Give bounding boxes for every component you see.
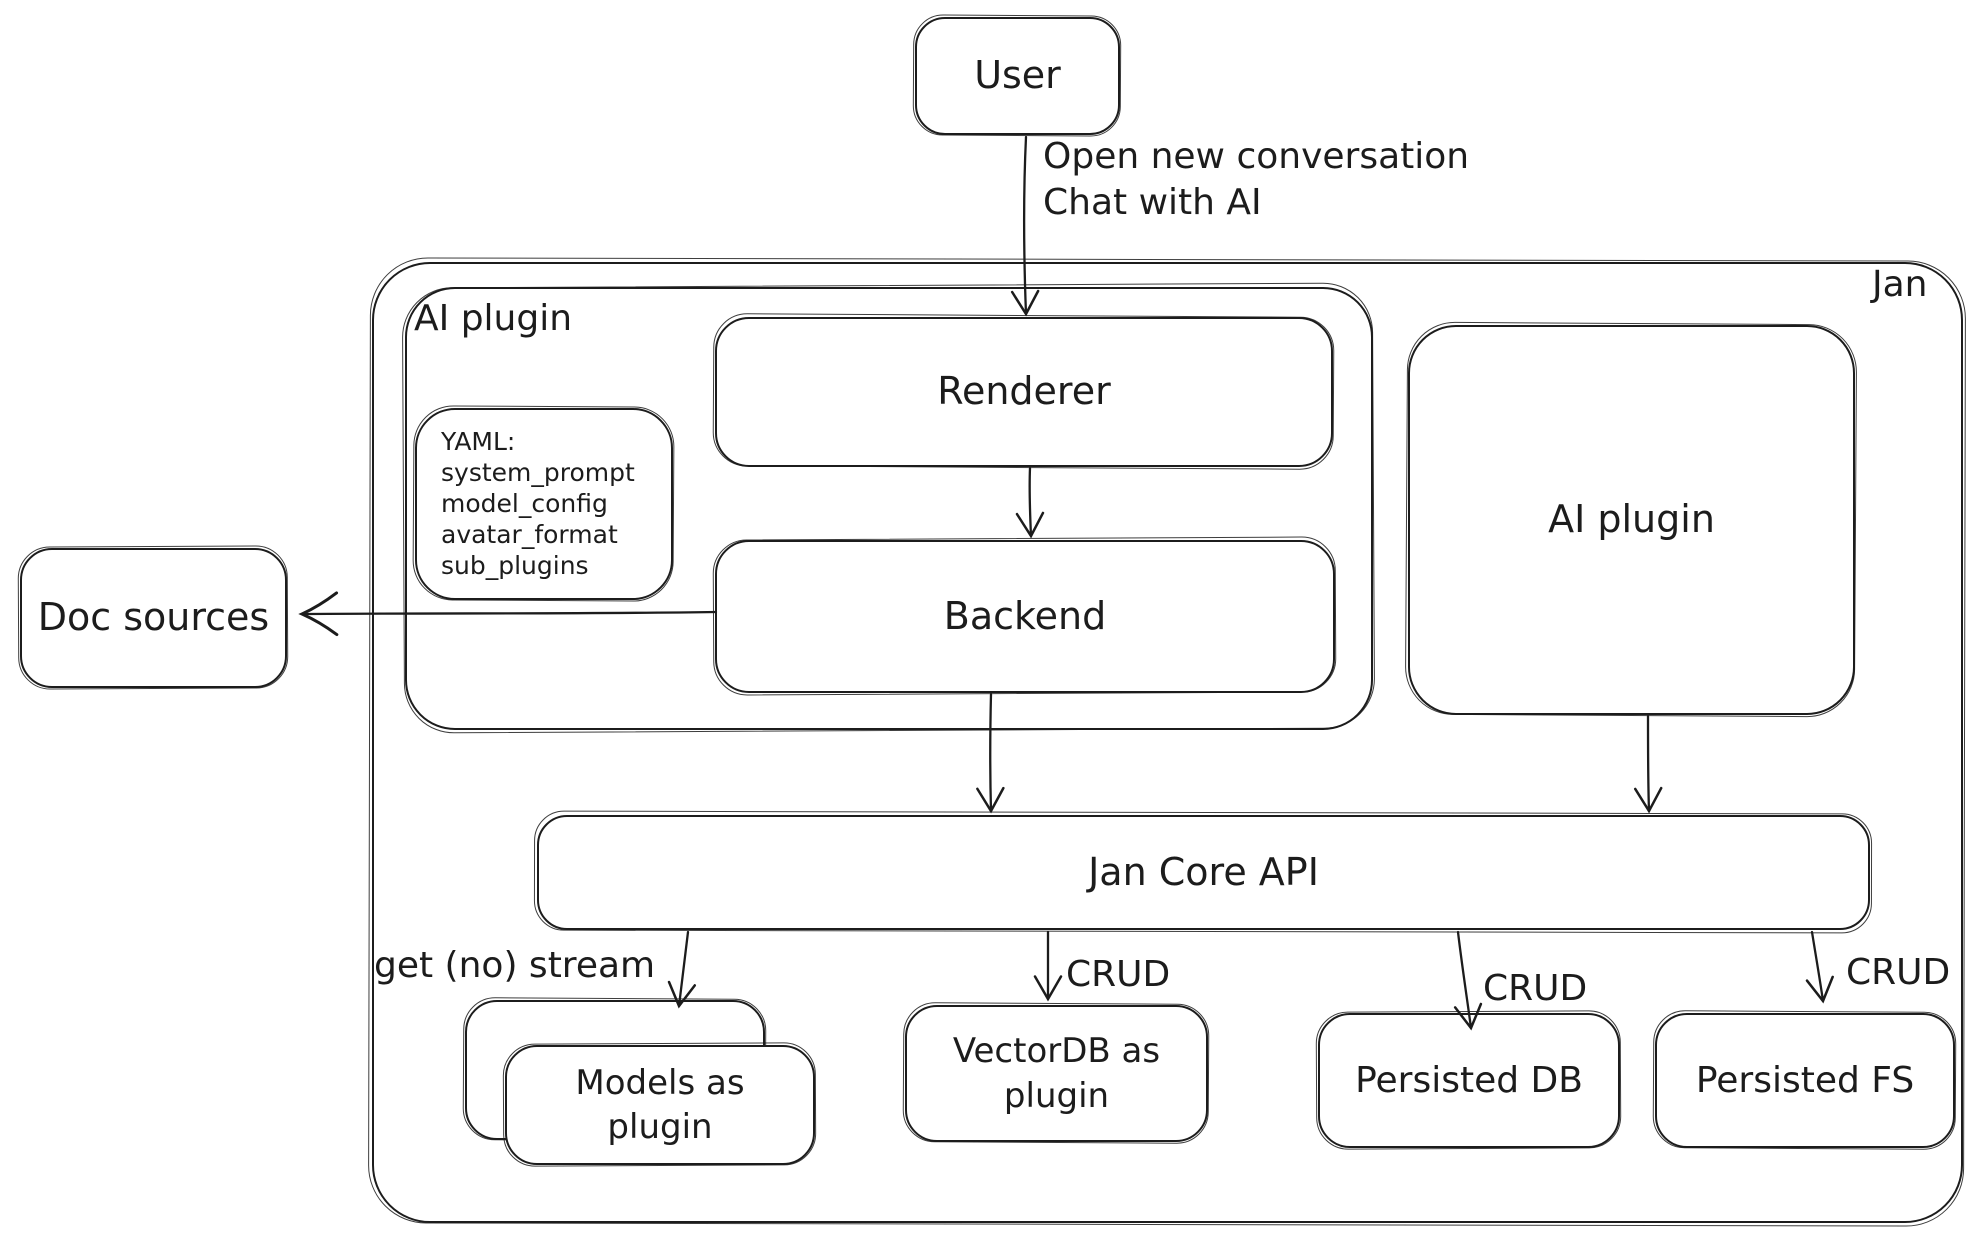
ai-plugin-node: AI plugin: [1408, 325, 1855, 715]
yaml-note-text: YAML: system_prompt model_config avatar_…: [441, 426, 635, 581]
user-node-label: User: [974, 53, 1061, 98]
renderer-node-label: Renderer: [937, 369, 1111, 414]
jan-core-api-node: Jan Core API: [537, 815, 1870, 930]
user-node: User: [915, 17, 1120, 135]
edge-label-crud-db: CRUD: [1483, 968, 1588, 1009]
ai-plugin-group-label: AI plugin: [414, 298, 573, 339]
yaml-note-heading: YAML:: [441, 427, 516, 456]
yaml-note-line: sub_plugins: [441, 551, 589, 580]
edge-label-open-conversation: Open new conversation: [1043, 136, 1470, 177]
edge-label-chat-with-ai: Chat with AI: [1043, 182, 1262, 224]
ai-plugin-node-label: AI plugin: [1548, 497, 1715, 542]
edge-label-stream: get (no) stream: [374, 945, 656, 986]
vectordb-node-label: VectorDB as plugin: [952, 1031, 1161, 1116]
backend-node-label: Backend: [943, 593, 1107, 638]
jan-core-api-node-label: Jan Core API: [1088, 849, 1319, 894]
doc-sources-node-label: Doc sources: [37, 595, 270, 640]
models-plugin-node-label: Models as plugin: [575, 1062, 745, 1147]
persisted-db-node: Persisted DB: [1318, 1013, 1620, 1148]
doc-sources-node: Doc sources: [20, 548, 287, 688]
yaml-note-line: avatar_format: [441, 520, 618, 549]
renderer-node: Renderer: [715, 317, 1333, 467]
persisted-fs-node-label: Persisted FS: [1695, 1059, 1915, 1101]
persisted-fs-node: Persisted FS: [1655, 1013, 1955, 1148]
edge-label-crud-fs: CRUD: [1846, 952, 1951, 993]
models-plugin-node: Models as plugin: [505, 1045, 815, 1165]
vectordb-node: VectorDB as plugin: [905, 1005, 1208, 1142]
edge-label-crud-vectordb: CRUD: [1066, 954, 1171, 995]
yaml-note: YAML: system_prompt model_config avatar_…: [415, 408, 673, 600]
persisted-db-node-label: Persisted DB: [1355, 1059, 1583, 1101]
yaml-note-line: model_config: [441, 489, 608, 518]
backend-node: Backend: [715, 540, 1335, 693]
edge-label-user-flow: Open new conversation Chat with AI: [1043, 134, 1469, 226]
yaml-note-line: system_prompt: [441, 458, 635, 487]
jan-container-label: Jan: [1872, 264, 1928, 305]
